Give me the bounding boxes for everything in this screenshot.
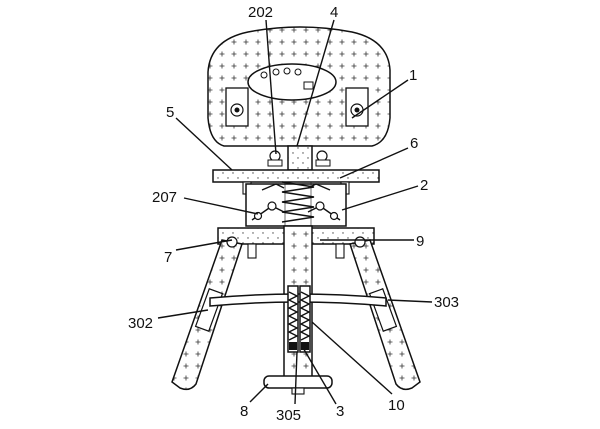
- label-4: 4: [330, 4, 338, 21]
- label-10: 10: [388, 397, 405, 414]
- left-leg: [171, 236, 243, 391]
- label-8: 8: [240, 403, 248, 420]
- label-5: 5: [166, 104, 174, 121]
- label-1: 1: [409, 67, 417, 84]
- mechanism-frame: [245, 181, 347, 227]
- leader-lines: [157, 19, 433, 405]
- reference-numerals: 202 4 1 5 6 207 2 7 9 302 303 8 305 3 10: [128, 4, 459, 424]
- support-column: [267, 145, 331, 171]
- label-7: 7: [164, 249, 172, 266]
- label-9: 9: [416, 233, 424, 250]
- label-3: 3: [336, 403, 344, 420]
- label-305: 305: [276, 407, 301, 424]
- label-303: 303: [434, 294, 459, 311]
- shock-absorbers: [287, 285, 311, 353]
- label-302: 302: [128, 315, 153, 332]
- label-202: 202: [248, 4, 273, 21]
- label-2: 2: [420, 177, 428, 194]
- base-disc: [263, 375, 333, 395]
- seat: [207, 26, 391, 147]
- label-207: 207: [152, 189, 177, 206]
- label-6: 6: [410, 135, 418, 152]
